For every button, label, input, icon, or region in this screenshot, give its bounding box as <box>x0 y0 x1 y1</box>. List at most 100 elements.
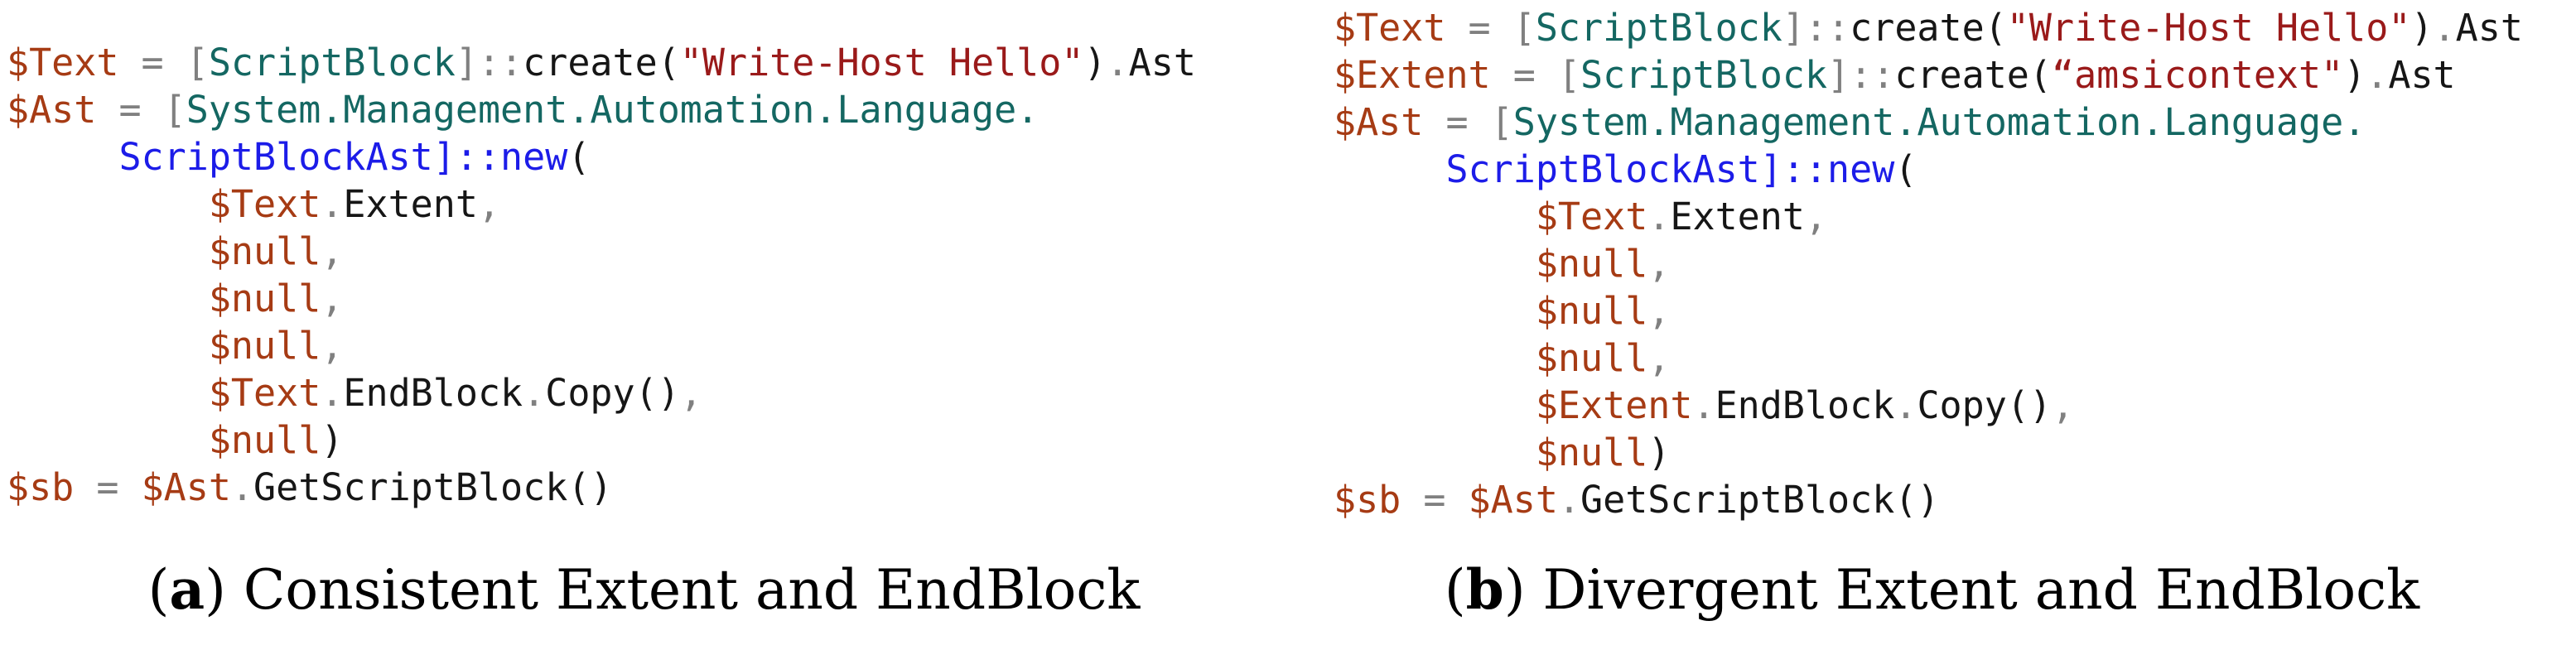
code-token-o: ]:: <box>455 41 523 84</box>
caption-label-b: b <box>1465 557 1504 622</box>
code-token-p <box>7 229 209 273</box>
code-token-t: ScriptBlock <box>208 41 456 84</box>
code-line: $Ast = [System.Management.Automation.Lan… <box>7 86 1288 133</box>
code-token-o: , <box>321 277 344 320</box>
code-token-o: . <box>2433 6 2456 50</box>
code-token-p: ) <box>1647 431 1671 474</box>
code-token-v: $null <box>1535 336 1648 380</box>
code-token-o: [ <box>1557 53 1581 97</box>
code-line: $sb = $Ast.GetScriptBlock() <box>1334 476 2576 523</box>
code-token-o: . <box>1106 41 1129 84</box>
caption-paren-open: ( <box>1444 558 1466 622</box>
code-token-p <box>7 324 209 368</box>
code-token-v: $null <box>1535 431 1648 474</box>
code-token-p: ) <box>321 418 344 462</box>
code-token-o: = <box>96 88 164 132</box>
code-line: $Extent = [ScriptBlock]::create(“amsicon… <box>1334 51 2576 99</box>
code-token-v: $Text <box>1334 6 1446 50</box>
code-token-p <box>1334 336 1536 380</box>
code-token-p <box>7 182 209 226</box>
code-token-p <box>1334 242 1536 286</box>
code-token-o: . <box>230 465 254 509</box>
code-token-v: $Ast <box>1334 100 1424 144</box>
code-line: $null, <box>1334 287 2576 335</box>
code-token-v: $null <box>208 277 321 320</box>
code-token-p <box>1334 289 1536 333</box>
code-line: $null, <box>1334 240 2576 287</box>
caption-label-a: a <box>169 557 205 622</box>
code-token-o: ]:: <box>1782 6 1850 50</box>
code-token-p: Ast <box>2455 6 2523 50</box>
code-token-p: GetScriptBlock() <box>253 465 613 509</box>
caption-paren-close: ) <box>205 558 226 622</box>
code-line: $null, <box>7 228 1288 275</box>
code-token-p <box>7 277 209 320</box>
code-token-o: ]:: <box>1827 53 1895 97</box>
code-token-o: = <box>1423 100 1491 144</box>
code-token-v: $sb <box>7 465 75 509</box>
caption-text-a: Consistent Extent and EndBlock <box>243 558 1141 622</box>
subfigure-a: $Text = [ScriptBlock]::create("Write-Hos… <box>0 39 1288 621</box>
code-line: $Text = [ScriptBlock]::create("Write-Hos… <box>1334 4 2576 51</box>
code-token-o: = <box>74 465 142 509</box>
code-token-p: Ast <box>2388 53 2456 97</box>
code-line: $null) <box>1334 429 2576 476</box>
code-line: $sb = $Ast.GetScriptBlock() <box>7 464 1288 511</box>
code-line: $null) <box>7 416 1288 464</box>
code-token-o: . <box>523 371 546 415</box>
code-token-v: $null <box>208 229 321 273</box>
code-token-s: “amsicontext" <box>2051 53 2344 97</box>
code-token-s: "Write-Host Hello" <box>2006 6 2411 50</box>
code-token-p <box>1334 383 1536 427</box>
code-token-o: . <box>1692 383 1715 427</box>
code-token-o: . <box>321 371 344 415</box>
code-token-p: Ast <box>1128 41 1196 84</box>
code-token-v: $Ast <box>7 88 97 132</box>
code-token-p: EndBlock <box>343 371 523 415</box>
subfigure-b: $Text = [ScriptBlock]::create("Write-Hos… <box>1288 0 2576 645</box>
code-token-t: System.Management.Automation.Language. <box>1512 100 2366 144</box>
code-token-v: $Text <box>208 371 321 415</box>
code-token-o: , <box>1647 289 1671 333</box>
code-token-v: $sb <box>1334 478 1401 522</box>
code-token-v: $Ast <box>1468 478 1558 522</box>
caption-text-b: Divergent Extent and EndBlock <box>1542 558 2420 622</box>
code-token-p: GetScriptBlock() <box>1580 478 1940 522</box>
code-token-o: = <box>1401 478 1469 522</box>
code-token-p: ( <box>1894 147 1918 191</box>
code-token-p <box>7 371 209 415</box>
caption-a: (a) Consistent Extent and EndBlock <box>0 560 1288 621</box>
code-line: $Text.Extent, <box>1334 193 2576 240</box>
code-token-k: ScriptBlockAst]::new <box>1445 147 1895 191</box>
code-token-o: , <box>321 324 344 368</box>
code-token-o: , <box>679 371 702 415</box>
code-token-v: $null <box>208 418 321 462</box>
code-token-k: ScriptBlockAst]::new <box>118 135 568 179</box>
code-token-v: $Extent <box>1535 383 1693 427</box>
code-token-o: , <box>1804 195 1828 238</box>
code-line: $Text.Extent, <box>7 181 1288 228</box>
code-listing-a: $Text = [ScriptBlock]::create("Write-Hos… <box>7 39 1288 511</box>
code-token-o: [ <box>163 88 186 132</box>
code-token-p: EndBlock <box>1715 383 1895 427</box>
code-line: $null, <box>7 275 1288 322</box>
code-token-o: [ <box>186 41 209 84</box>
code-token-p <box>1334 431 1536 474</box>
code-token-o: . <box>2366 53 2389 97</box>
code-token-o: . <box>1557 478 1581 522</box>
code-line: ScriptBlockAst]::new( <box>7 133 1288 181</box>
code-line: $null, <box>1334 335 2576 382</box>
code-line: $null, <box>7 322 1288 369</box>
code-token-o: [ <box>1512 6 1536 50</box>
code-token-p: create( <box>1894 53 2052 97</box>
code-token-p: Copy() <box>545 371 680 415</box>
caption-paren-close: ) <box>1503 558 1526 622</box>
code-token-o: . <box>321 182 344 226</box>
code-token-p <box>1334 147 1445 191</box>
code-token-v: $Extent <box>1334 53 1491 97</box>
code-token-o: . <box>1894 383 1918 427</box>
code-token-p <box>1334 195 1536 238</box>
code-token-t: ScriptBlock <box>1580 53 1828 97</box>
code-line: $Text = [ScriptBlock]::create("Write-Hos… <box>7 39 1288 86</box>
